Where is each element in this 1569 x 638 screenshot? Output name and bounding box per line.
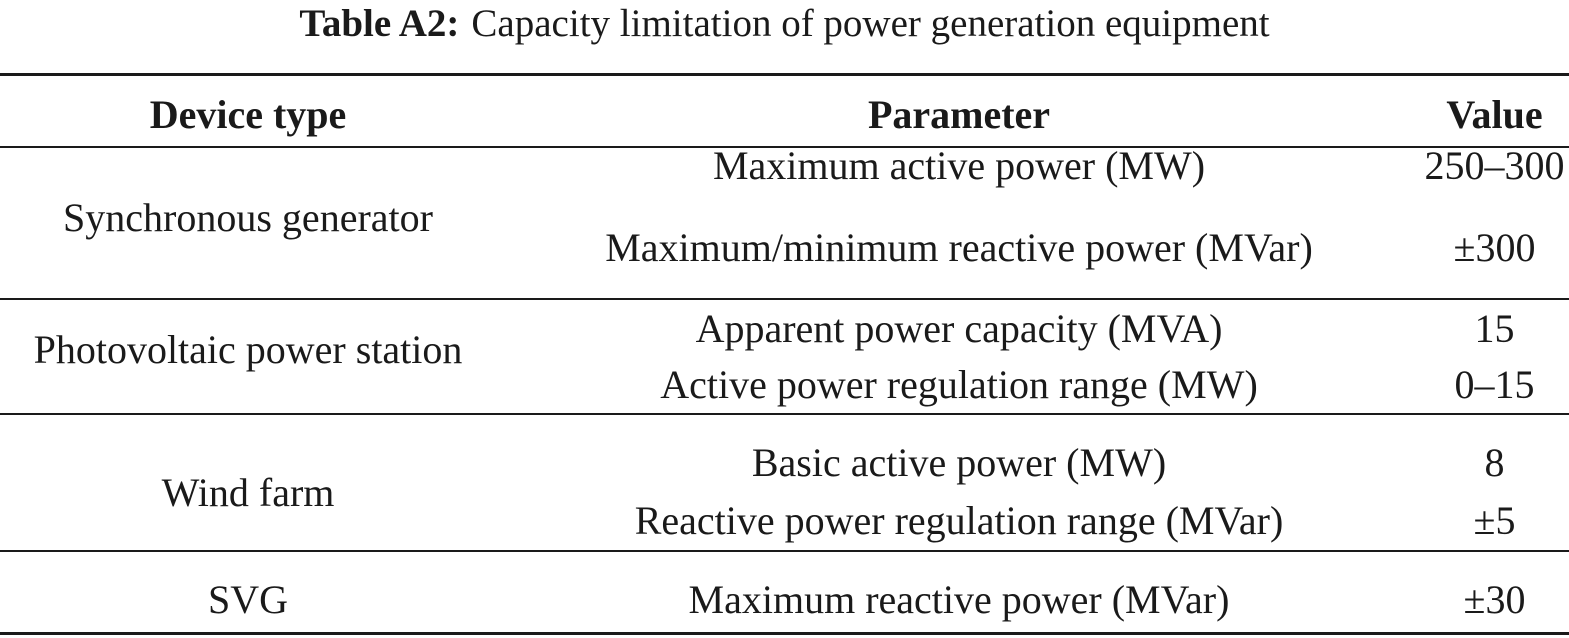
device-type-cell: SVG	[207, 577, 289, 622]
table-bottom-rule	[0, 632, 1569, 635]
table-header-rule	[0, 146, 1569, 148]
value-cell: ±300	[1453, 225, 1536, 270]
value-cell: ±5	[1473, 498, 1516, 543]
header-value: Value	[1446, 92, 1543, 137]
value-cell: 250–300	[1424, 143, 1565, 188]
table-caption-text: Capacity limitation of power generation …	[471, 2, 1270, 45]
device-type-cell: Wind farm	[161, 470, 335, 515]
value-cell: 8	[1484, 440, 1505, 485]
device-type-cell: Photovoltaic power station	[33, 327, 463, 372]
header-parameter: Parameter	[867, 92, 1051, 137]
parameter-cell: Basic active power (MW)	[751, 440, 1167, 485]
table-group-rule	[0, 298, 1569, 300]
device-type-cell: Synchronous generator	[63, 195, 433, 240]
table-caption-label: Table A2:	[299, 2, 460, 45]
parameter-cell: Maximum reactive power (MVar)	[688, 577, 1230, 622]
parameter-cell: Apparent power capacity (MVA)	[695, 306, 1223, 351]
value-cell: 0–15	[1454, 362, 1535, 407]
table-caption: Table A2: Capacity limitation of power ge…	[0, 2, 1569, 46]
parameter-cell: Active power regulation range (MW)	[660, 362, 1258, 407]
parameter-cell: Reactive power regulation range (MVar)	[634, 498, 1284, 543]
parameter-cell: Maximum active power (MW)	[712, 143, 1206, 188]
value-cell: ±30	[1463, 577, 1526, 622]
header-device-type: Device type	[149, 92, 347, 137]
table-top-rule	[0, 73, 1569, 76]
parameter-cell: Maximum/minimum reactive power (MVar)	[605, 225, 1313, 270]
value-cell: 15	[1474, 306, 1515, 351]
table-group-rule	[0, 413, 1569, 415]
table-group-rule	[0, 550, 1569, 552]
